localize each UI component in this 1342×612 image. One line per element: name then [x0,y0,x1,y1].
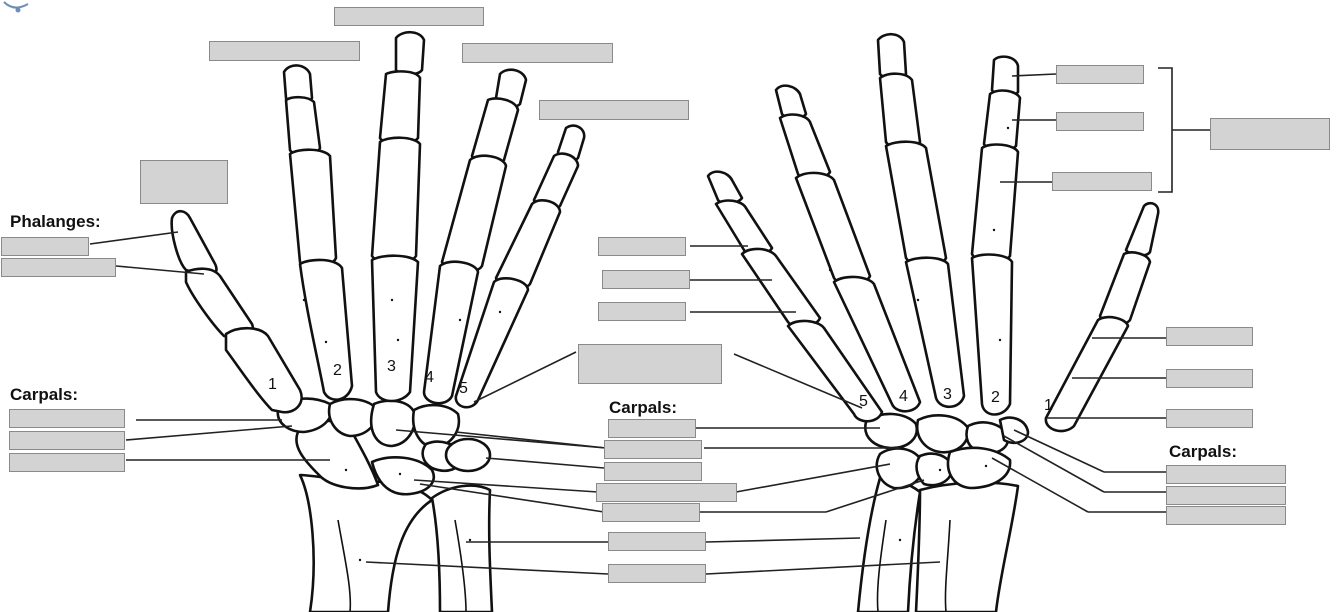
right-index-finger [972,57,1020,415]
left-finger-number-3: 3 [387,358,396,375]
label-blank-right-carpal-3[interactable] [1166,506,1286,525]
phalanges-heading: Phalanges: [10,212,101,232]
right-finger-number-2: 2 [991,389,1000,406]
label-blank-center-carpal-5[interactable] [602,503,700,522]
label-blank-ulna[interactable] [608,532,706,551]
label-blank-phalanges-group[interactable] [1210,118,1330,150]
right-finger-number-1: 1 [1044,397,1053,414]
left-hand [172,32,585,612]
label-blank-right-carpal-2[interactable] [1166,486,1286,505]
label-blank-right-thumb-1[interactable] [1166,327,1253,346]
label-blank-right-thumb-2[interactable] [1166,369,1253,388]
left-index-finger [284,65,352,399]
label-blank-center-phalanx-3[interactable] [598,302,686,321]
label-blank-phalanx-1[interactable] [1,237,89,256]
label-blank-metacarpals[interactable] [578,344,722,384]
label-blank-right-distal[interactable] [1056,65,1144,84]
left-middle-finger [372,32,424,401]
left-finger-number-5: 5 [459,380,468,397]
left-thumb [172,211,302,412]
right-forearm-bones [858,478,1018,612]
label-blank-ring-finger[interactable] [462,43,613,63]
label-blank-center-carpal-2[interactable] [604,440,702,459]
label-blank-center-carpal-1[interactable] [608,419,696,438]
label-blank-left-carpal-1[interactable] [9,409,125,428]
left-finger-number-1: 1 [268,376,277,393]
label-blank-right-proximal[interactable] [1052,172,1152,191]
label-blank-right-middle[interactable] [1056,112,1144,131]
label-blank-center-phalanx-1[interactable] [598,237,686,256]
label-blank-left-carpal-2[interactable] [9,431,125,450]
carpals-heading-left: Carpals: [10,385,78,405]
label-blank-middle-distal[interactable] [334,7,484,26]
label-blank-right-carpal-1[interactable] [1166,465,1286,484]
right-finger-number-4: 4 [899,388,908,405]
label-blank-left-carpal-3[interactable] [9,453,125,472]
label-blank-phalanx-2[interactable] [1,258,116,277]
left-forearm-bones [300,475,492,612]
label-blank-index-finger[interactable] [209,41,360,61]
right-carpal-bones [865,414,1028,488]
label-blank-radius[interactable] [608,564,706,583]
label-blank-little-finger[interactable] [539,100,689,120]
left-finger-number-4: 4 [425,369,434,386]
right-finger-number-3: 3 [943,386,952,403]
left-finger-number-2: 2 [333,362,342,379]
label-blank-center-carpal-4[interactable] [596,483,737,502]
label-blank-right-thumb-3[interactable] [1166,409,1253,428]
label-blank-center-phalanx-2[interactable] [602,270,690,289]
right-thumb [1046,203,1158,431]
label-blank-center-carpal-3[interactable] [604,462,702,481]
logo-fragment [4,2,28,13]
label-blank-thumb-region[interactable] [140,160,228,204]
carpals-heading-center: Carpals: [609,398,677,418]
carpals-heading-right: Carpals: [1169,442,1237,462]
